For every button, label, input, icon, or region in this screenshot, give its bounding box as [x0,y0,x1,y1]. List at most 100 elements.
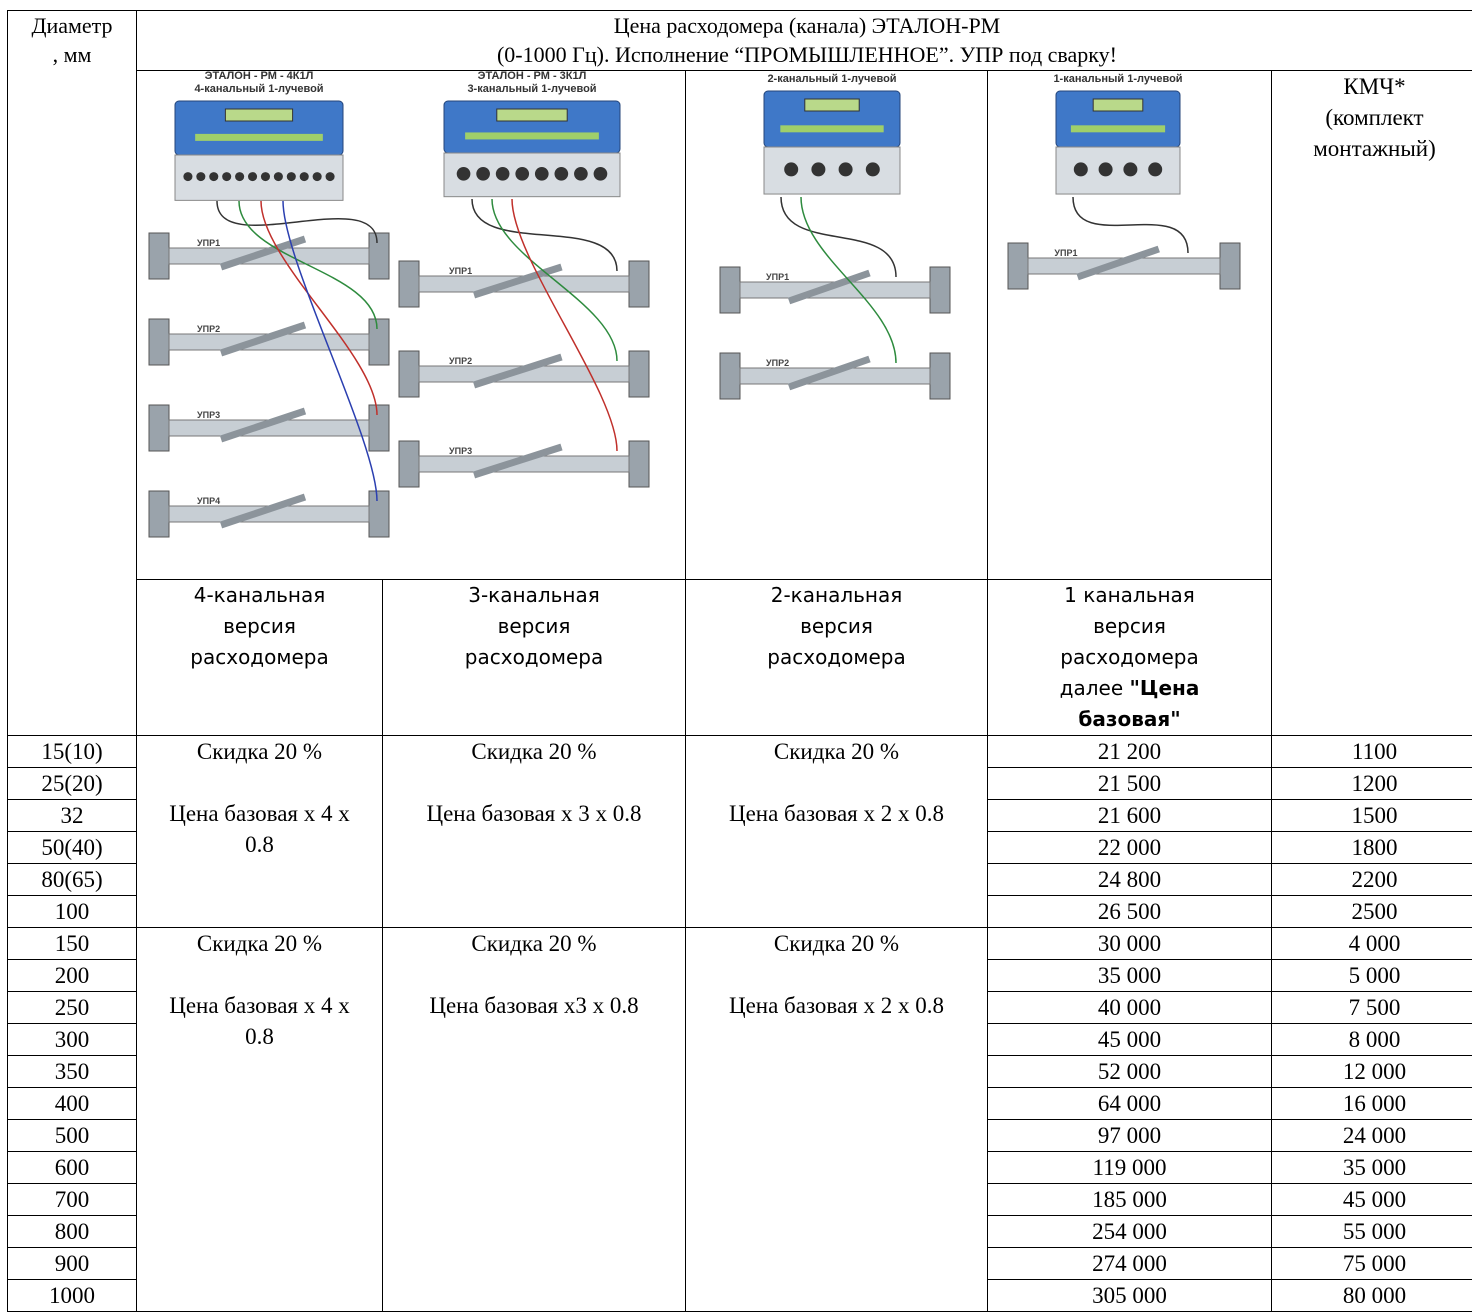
flange-right [369,233,389,279]
flange-right [369,319,389,365]
flange-left [720,353,740,399]
kmch-sub2: монтажный) [1272,133,1472,164]
pipe-label: УПР4 [197,496,220,506]
flange-right [930,267,950,313]
table-title: Цена расходомера (канала) ЭТАЛОН-РМ (0-1… [137,11,1472,71]
discount-cell-4ch: Скидка 20 %Цена базовая x 4 x 0.8 [137,928,383,1312]
cable-gland-icon [261,172,270,181]
cable-gland-icon [554,167,568,181]
device-subtitle-label: 1-канальный 1-лучевой [1053,73,1182,85]
device-keypad [780,125,883,132]
device-display [1093,99,1143,111]
device-model-label: ЭТАЛОН - РМ - 4К1Л [205,71,314,82]
cable-gland-icon [515,167,529,181]
cable-gland-icon [457,167,471,181]
discount-formula: Цена базовая x 4 x 0.8 [137,798,382,860]
device-subtitle-label: 2-канальный 1-лучевой [767,73,896,85]
version-2-channel: 2-канальная версия расходомера [686,580,988,736]
flange-left [399,441,419,487]
kmch-sub1: (комплект [1272,102,1472,133]
flange-left [149,405,169,451]
cable-line [1073,197,1188,253]
discount-label: Скидка 20 % [383,928,685,959]
flange-left [1008,243,1028,289]
device-body [444,153,620,197]
flange-left [720,267,740,313]
kmch-price-cell: 16 000 [1272,1088,1472,1120]
base-price-cell: 45 000 [988,1024,1272,1056]
diameter-header: Диаметр , мм [8,11,137,71]
device-model-label: ЭТАЛОН - РМ - 3К1Л [478,71,587,82]
diameter-cell: 200 [8,960,137,992]
discount-label: Скидка 20 % [686,736,987,767]
kmch-price-cell: 7 500 [1272,992,1472,1024]
diameter-cell: 150 [8,928,137,960]
base-price-cell: 52 000 [988,1056,1272,1088]
cable-gland-icon [287,172,296,181]
device-keypad [465,132,599,139]
flange-right [930,353,950,399]
diameter-cell: 50(40) [8,832,137,864]
pipe-label: УПР2 [449,356,472,366]
device-image-2: ЭТАЛОН - РМ - 2К1Л2-канальный 1-лучевойУ… [686,71,988,580]
diameter-cell: 400 [8,1088,137,1120]
cable-gland-icon [313,172,322,181]
cable-gland-icon [1074,162,1088,176]
cable-gland-icon [839,162,853,176]
diameter-header-spacer [8,71,137,736]
pipe-label: УПР1 [449,266,472,276]
kmch-header: КМЧ* (комплект монтажный) [1272,71,1472,736]
kmch-title: КМЧ* [1272,71,1472,102]
device-subtitle-label: 3-канальный 1-лучевой [467,83,596,95]
spacer [137,959,382,990]
cable-gland-icon [535,167,549,181]
diameter-cell: 350 [8,1056,137,1088]
cable-gland-icon [222,172,231,181]
cable-gland-icon [1099,162,1113,176]
device-subtitle-label: 4-канальный 1-лучевой [194,83,323,95]
flange-right [629,351,649,397]
pipe-label: УПР2 [766,358,789,368]
cable-gland-icon [866,162,880,176]
kmch-price-cell: 8 000 [1272,1024,1472,1056]
device-model-label: ЭТАЛОН - РМ - 2К1Л [778,71,887,72]
base-price-cell: 22 000 [988,832,1272,864]
cable-gland-icon [248,172,257,181]
version-4-channel: 4-канальная версия расходомера [137,580,383,736]
cable-line [261,201,377,415]
flange-right [369,491,389,537]
base-price-cell: 97 000 [988,1120,1272,1152]
device-illustration-1k: ЭТАЛОН - РМ - 1К1Л1-канальный 1-лучевойУ… [988,71,1272,579]
device-keypad [195,134,323,141]
cable-gland-icon [1123,162,1137,176]
spacer [383,767,685,798]
diameter-cell: 500 [8,1120,137,1152]
base-price-cell: 30 000 [988,928,1272,960]
cable-gland-icon [235,172,244,181]
pipe-label: УПР1 [766,272,789,282]
base-price-cell: 274 000 [988,1248,1272,1280]
version-1-channel: 1 канальная версия расходомера далее "Це… [988,580,1272,736]
flange-right [1220,243,1240,289]
diameter-cell: 250 [8,992,137,1024]
cable-gland-icon [574,167,588,181]
base-price-cell: 24 800 [988,864,1272,896]
kmch-price-cell: 4 000 [1272,928,1472,960]
diameter-cell: 700 [8,1184,137,1216]
pipe-label: УПР2 [197,324,220,334]
cable-gland-icon [274,172,283,181]
discount-formula: Цена базовая x3 x 0.8 [383,990,685,1021]
cable-gland-icon [196,172,205,181]
discount-cell-2ch: Скидка 20 %Цена базовая x 2 x 0.8 [686,928,988,1312]
base-price-cell: 40 000 [988,992,1272,1024]
base-price-cell: 119 000 [988,1152,1272,1184]
discount-formula: Цена базовая x 3 x 0.8 [383,798,685,829]
kmch-price-cell: 2500 [1272,896,1472,928]
base-price-cell: 64 000 [988,1088,1272,1120]
flange-left [399,261,419,307]
discount-cell-2ch: Скидка 20 %Цена базовая x 2 x 0.8 [686,736,988,928]
